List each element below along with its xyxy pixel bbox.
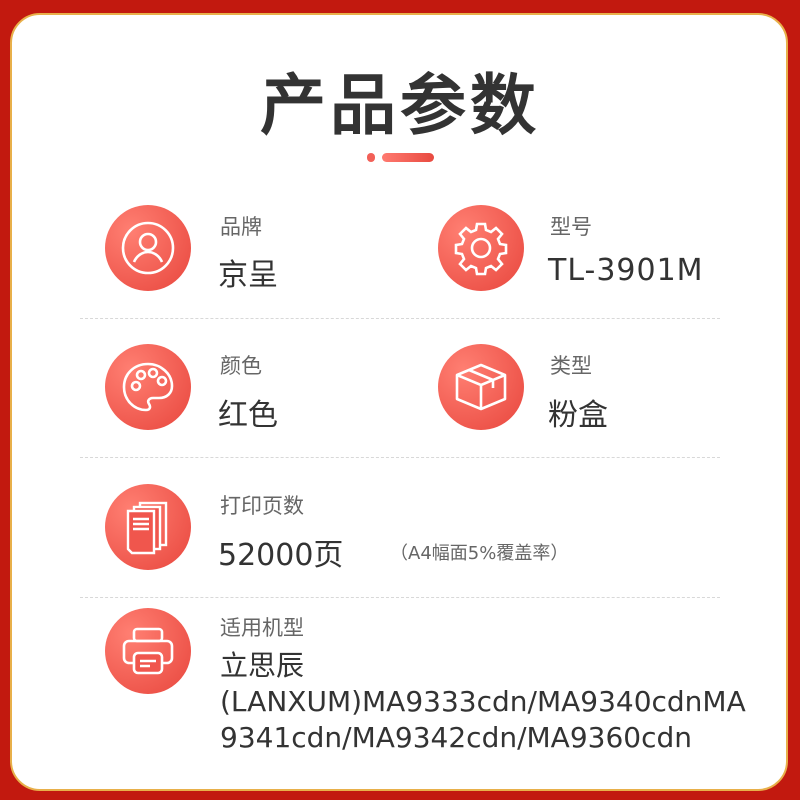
box-icon xyxy=(438,344,524,430)
brand-value: 京呈 xyxy=(218,258,278,293)
palette-icon xyxy=(105,344,191,430)
pages-icon xyxy=(105,484,191,570)
page-yield-label: 打印页数 xyxy=(220,494,304,518)
compatible-models-label: 适用机型 xyxy=(220,616,304,640)
user-icon xyxy=(105,205,191,291)
models-line: (LANXUM)MA9333cdn/MA9340cdnMA xyxy=(220,685,746,718)
type-label: 类型 xyxy=(550,354,592,378)
printer-icon xyxy=(105,608,191,694)
compatible-models-value: 立思辰 (LANXUM)MA9333cdn/MA9340cdnMA 9341cd… xyxy=(220,648,780,756)
type-value: 粉盒 xyxy=(548,398,608,433)
page-yield-value: 52000页 xyxy=(218,538,344,573)
title-decoration-bar xyxy=(382,153,434,162)
color-label: 颜色 xyxy=(220,354,262,378)
color-value: 红色 xyxy=(218,398,278,433)
model-value: TL-3901M xyxy=(548,253,704,288)
page-title: 产品参数 xyxy=(260,67,540,144)
divider xyxy=(80,457,720,458)
page-yield-note: （A4幅面5%覆盖率） xyxy=(390,543,569,564)
brand-label: 品牌 xyxy=(220,215,262,239)
models-line: 立思辰 xyxy=(220,649,305,682)
model-label: 型号 xyxy=(550,215,592,239)
divider xyxy=(80,597,720,598)
title-decoration-dot xyxy=(367,153,375,162)
divider xyxy=(80,318,720,319)
gear-icon xyxy=(438,205,524,291)
models-line: 9341cdn/MA9342cdn/MA9360cdn xyxy=(220,721,693,754)
